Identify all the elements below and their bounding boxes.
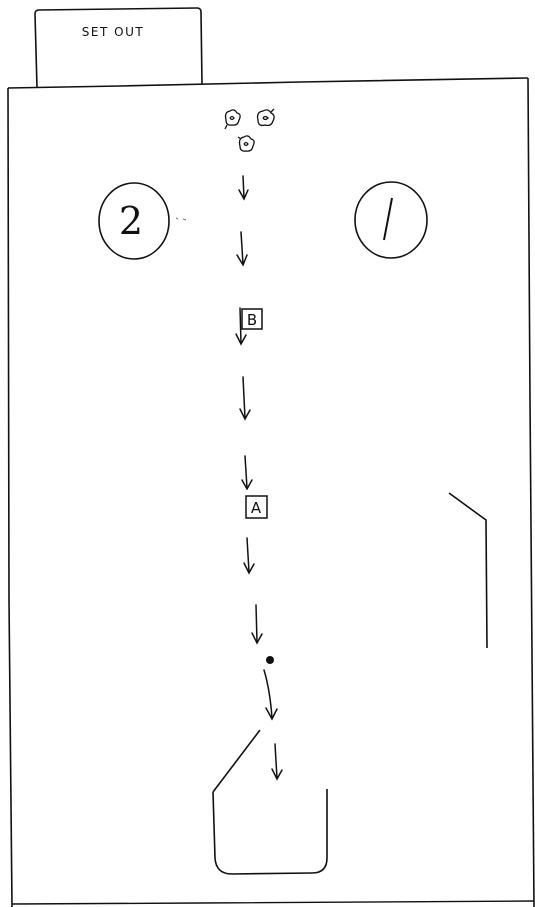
- obstacle-b: B: [241, 308, 263, 330]
- obstacle-a: A: [245, 495, 268, 519]
- field-outline: [7, 77, 535, 907]
- bird-icon: [237, 135, 255, 152]
- set-out-box-outline: [34, 7, 203, 89]
- station-circle: [354, 181, 428, 259]
- right-fence: [448, 492, 488, 649]
- arrow-down-icon: [239, 376, 251, 421]
- field-bottom-edge: [11, 900, 535, 905]
- arrow-down-icon: [251, 604, 263, 645]
- station-circle: [98, 182, 170, 260]
- arrow-down-icon: [271, 743, 283, 781]
- station-marker-1: 1: [0, 0, 428, 259]
- pen-outline: [212, 789, 328, 875]
- field-right-edge: [527, 77, 535, 907]
- obstacle-a-label: A: [251, 499, 262, 517]
- flight-path: [235, 175, 283, 781]
- pencil-mark: [175, 217, 187, 221]
- obstacle-a-box: [245, 495, 268, 519]
- field-top-edge: [7, 77, 529, 89]
- point-dot: [266, 656, 274, 664]
- obstacle-b-label: B: [247, 311, 257, 329]
- arrow-down-icon: [241, 455, 253, 491]
- arrow-down-icon: [236, 231, 248, 267]
- pen-enclosure: [212, 729, 328, 875]
- station-marker-2: 2: [98, 182, 170, 260]
- birds-icon: [224, 108, 275, 152]
- station-number: 1: [0, 0, 1, 1]
- arrow-down-icon: [238, 175, 249, 201]
- arrow-down-icon: [235, 307, 247, 346]
- obstacle-b-box: [241, 308, 263, 330]
- station-number: 2: [119, 199, 143, 243]
- bird-icon: [256, 108, 275, 127]
- set-out-label: SET OUT: [82, 25, 144, 39]
- bird-icon: [224, 109, 241, 130]
- arrow-down-icon: [243, 537, 255, 575]
- field-left-edge: [7, 87, 13, 907]
- pen-gate: [212, 729, 261, 793]
- arrow-down-icon: [263, 669, 278, 721]
- set-out-box: SET OUT: [34, 7, 203, 89]
- station-number-1-stroke: [383, 197, 393, 241]
